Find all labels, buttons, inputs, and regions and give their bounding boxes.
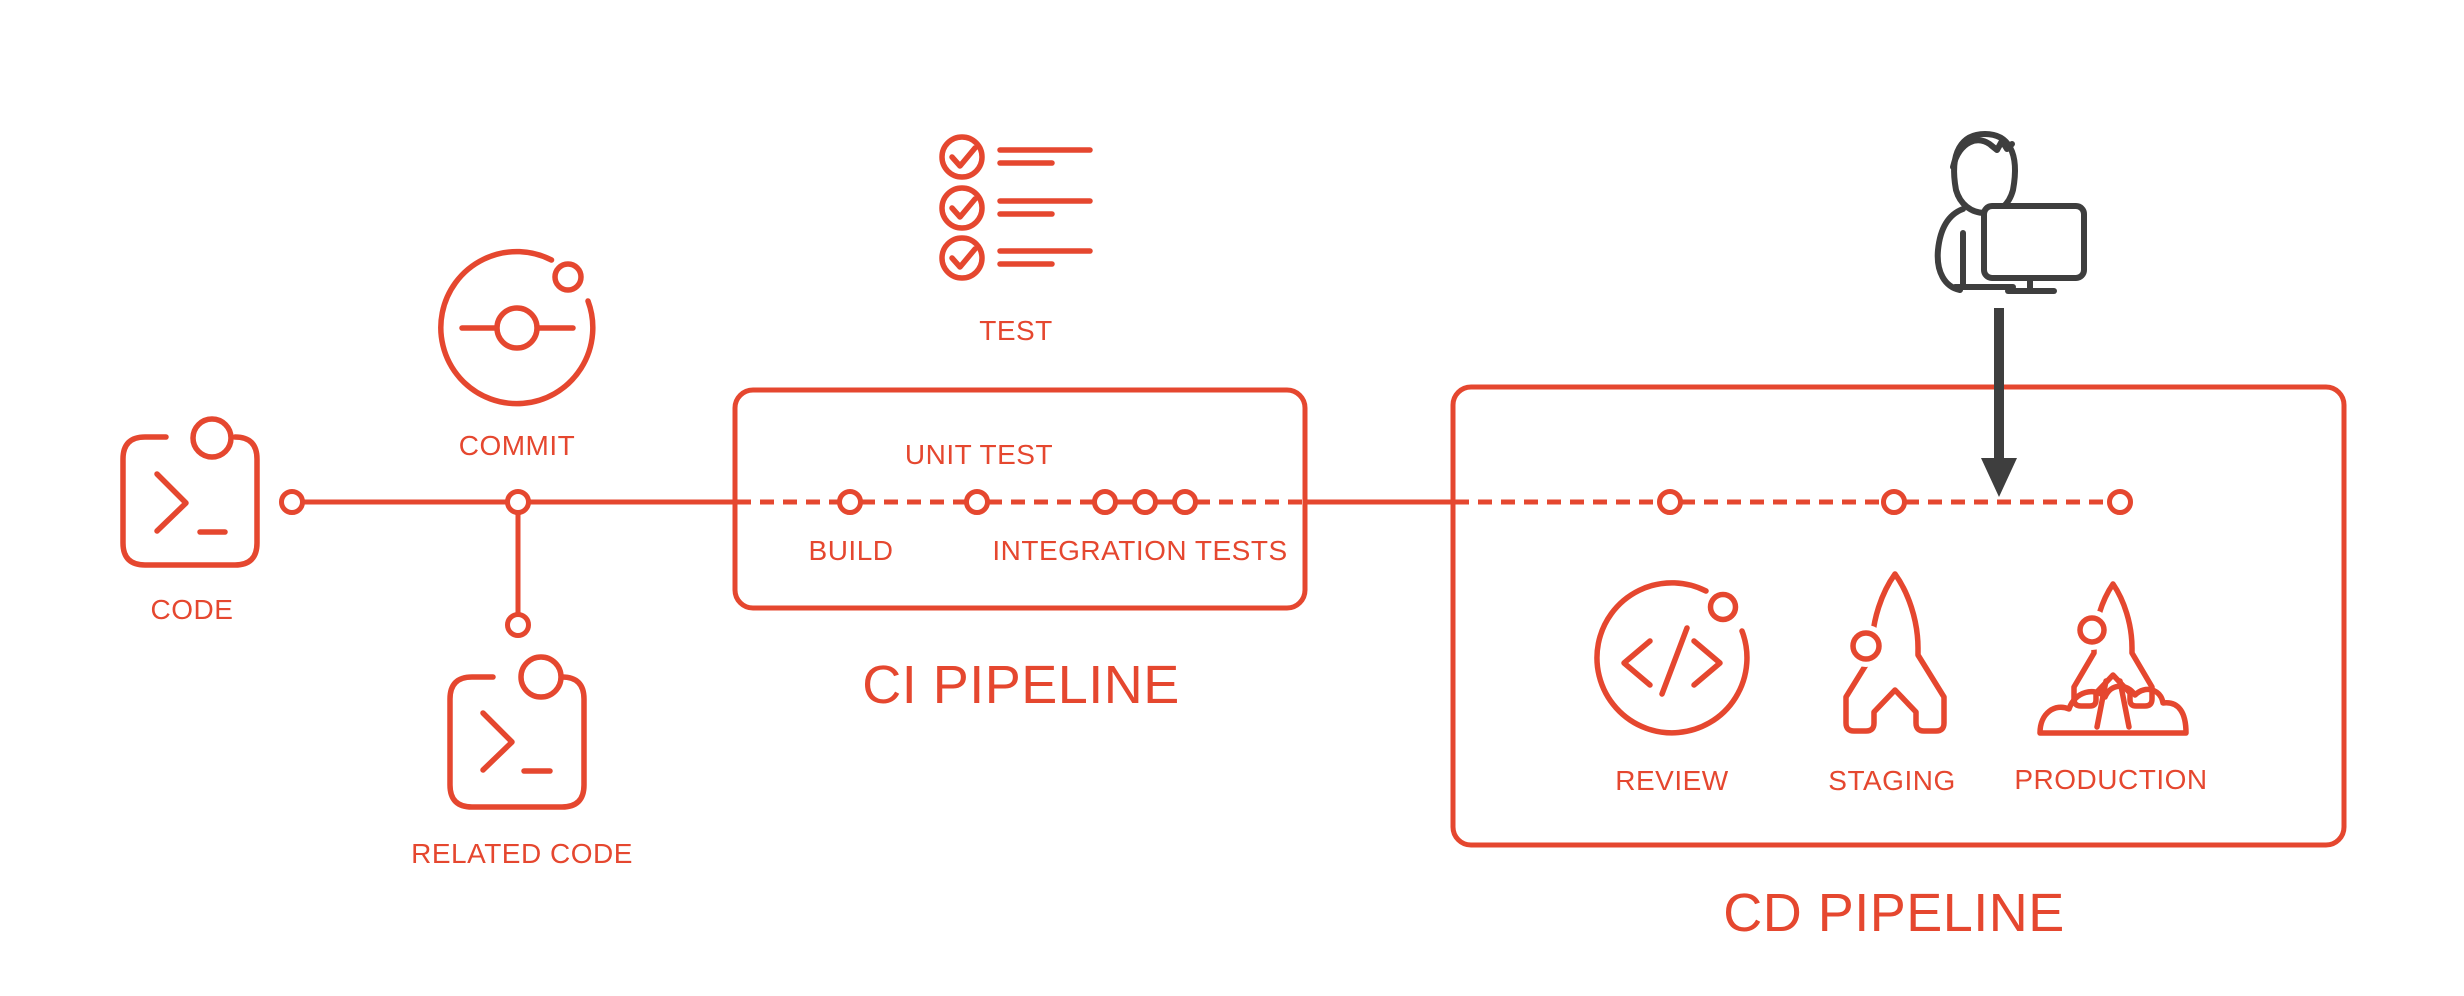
node-unit-test [964, 489, 990, 515]
code-review-icon [1594, 580, 1750, 736]
node-related-code [505, 612, 531, 638]
git-commit-icon [438, 248, 596, 407]
checklist-icon [939, 134, 1093, 281]
label-test: TEST [979, 315, 1053, 346]
main-pipeline-line [303, 499, 2109, 614]
ci-pipeline-title: CI PIPELINE [862, 655, 1180, 715]
terminal-code-icon [120, 416, 260, 568]
label-integration-tests: INTEGRATION TESTS [992, 535, 1288, 566]
label-staging: STAGING [1828, 765, 1956, 796]
ci-pipeline-box [732, 387, 1308, 611]
label-review: REVIEW [1615, 765, 1729, 796]
label-code: CODE [150, 594, 234, 625]
terminal-code-icon [447, 654, 587, 810]
node-start [279, 489, 305, 515]
node-commit [505, 489, 531, 515]
cd-pipeline-box [1450, 384, 2347, 848]
label-unit-test: UNIT TEST [904, 439, 1054, 470]
label-commit: COMMIT [458, 430, 576, 461]
node-review [1657, 489, 1683, 515]
node-integration-1 [1092, 489, 1118, 515]
down-arrow-icon [1981, 308, 2017, 497]
node-staging [1881, 489, 1907, 515]
rocket-icon [1843, 571, 1947, 734]
node-integration-3 [1172, 489, 1198, 515]
smoke-cloud [2037, 683, 2189, 736]
label-related-code: RELATED CODE [411, 838, 633, 869]
node-build [837, 489, 863, 515]
cd-pipeline-title: CD PIPELINE [1723, 883, 2065, 943]
rocket-launch-icon [2037, 581, 2189, 736]
node-integration-2 [1132, 489, 1158, 515]
developer-at-computer-icon [1934, 131, 2087, 294]
label-build: BUILD [808, 535, 894, 566]
node-production [2107, 489, 2133, 515]
label-production: PRODUCTION [2014, 764, 2208, 795]
pipeline-nodes [279, 489, 2133, 638]
